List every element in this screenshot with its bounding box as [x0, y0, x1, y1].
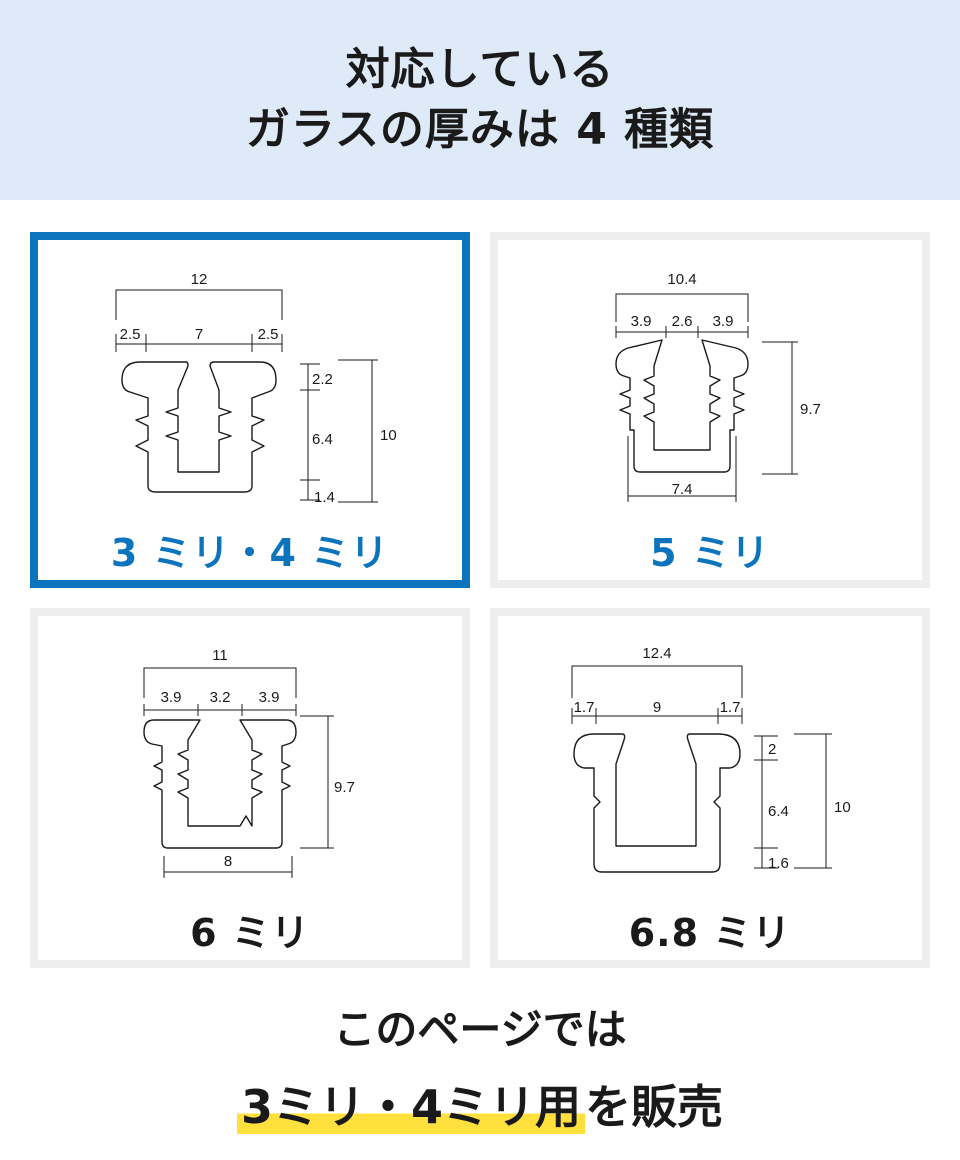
svg-text:1.4: 1.4: [314, 489, 335, 506]
header-banner: 対応している ガラスの厚みは 4 種類: [0, 0, 960, 200]
profile-diagram-6mm: 11 3.9 3.2 3.9 9.7 8: [143, 647, 355, 878]
svg-text:7.4: 7.4: [672, 481, 693, 498]
footer-line1: このページでは: [333, 1005, 627, 1054]
footer-line2: 3ミリ・4ミリ用を販売: [0, 1067, 960, 1147]
svg-text:3.9: 3.9: [161, 689, 182, 706]
svg-text:10: 10: [380, 427, 397, 444]
svg-text:9.7: 9.7: [334, 779, 355, 796]
svg-text:6.4: 6.4: [312, 431, 333, 448]
svg-text:3.9: 3.9: [713, 313, 734, 330]
footer-note: このページでは 3ミリ・4ミリ用を販売: [0, 995, 960, 1147]
svg-text:3.9: 3.9: [259, 689, 280, 706]
svg-text:7: 7: [195, 326, 203, 343]
svg-text:9: 9: [653, 699, 661, 716]
option-label-3-4mm: 3 ミリ・4 ミリ: [110, 531, 390, 575]
svg-text:2: 2: [768, 741, 776, 758]
svg-text:12.4: 12.4: [642, 645, 671, 662]
option-card-5mm[interactable]: 10.4 3.9 2.6 3.9 9.7 7.4 5 ミリ: [490, 232, 930, 588]
svg-text:10.4: 10.4: [667, 271, 696, 288]
profile-diagram-6-8mm: 12.4 1.7 9 1.7 2 6.4 1.6 10: [571, 645, 851, 873]
svg-text:1.7: 1.7: [720, 699, 741, 716]
svg-text:2.5: 2.5: [258, 326, 279, 343]
svg-text:3.9: 3.9: [631, 313, 652, 330]
option-label-6-8mm: 6.8 ミリ: [628, 911, 792, 955]
svg-text:6.4: 6.4: [768, 803, 789, 820]
option-card-3-4mm[interactable]: 12 2.5 7 2.5 2.2 6.4 1.4 10 3 ミリ・4 ミリ: [30, 232, 470, 588]
svg-text:8: 8: [224, 853, 232, 870]
svg-text:9.7: 9.7: [800, 401, 821, 418]
footer-suffix: を販売: [585, 1080, 723, 1134]
option-label-5mm: 5 ミリ: [650, 531, 770, 575]
option-card-6-8mm[interactable]: 12.4 1.7 9 1.7 2 6.4 1.6 10 6.8 ミリ: [490, 608, 930, 968]
svg-text:11: 11: [212, 647, 228, 664]
svg-text:1.7: 1.7: [574, 699, 595, 716]
svg-text:10: 10: [834, 799, 851, 816]
option-card-6mm[interactable]: 11 3.9 3.2 3.9 9.7 8 6 ミリ: [30, 608, 470, 968]
svg-text:3.2: 3.2: [210, 689, 231, 706]
svg-text:2.2: 2.2: [312, 371, 333, 388]
header-title-line1: 対応している: [345, 44, 615, 95]
header-title-line2: ガラスの厚みは 4 種類: [245, 104, 715, 155]
option-label-6mm: 6 ミリ: [190, 911, 310, 955]
svg-text:2.5: 2.5: [120, 326, 141, 343]
svg-text:12: 12: [191, 271, 208, 288]
footer-highlight: 3ミリ・4ミリ用: [236, 1080, 585, 1134]
profile-diagram-5mm: 10.4 3.9 2.6 3.9 9.7 7.4: [615, 271, 821, 502]
profile-diagram-3-4mm: 12 2.5 7 2.5 2.2 6.4 1.4 10: [115, 271, 397, 506]
svg-text:2.6: 2.6: [672, 313, 693, 330]
svg-text:1.6: 1.6: [768, 855, 789, 872]
